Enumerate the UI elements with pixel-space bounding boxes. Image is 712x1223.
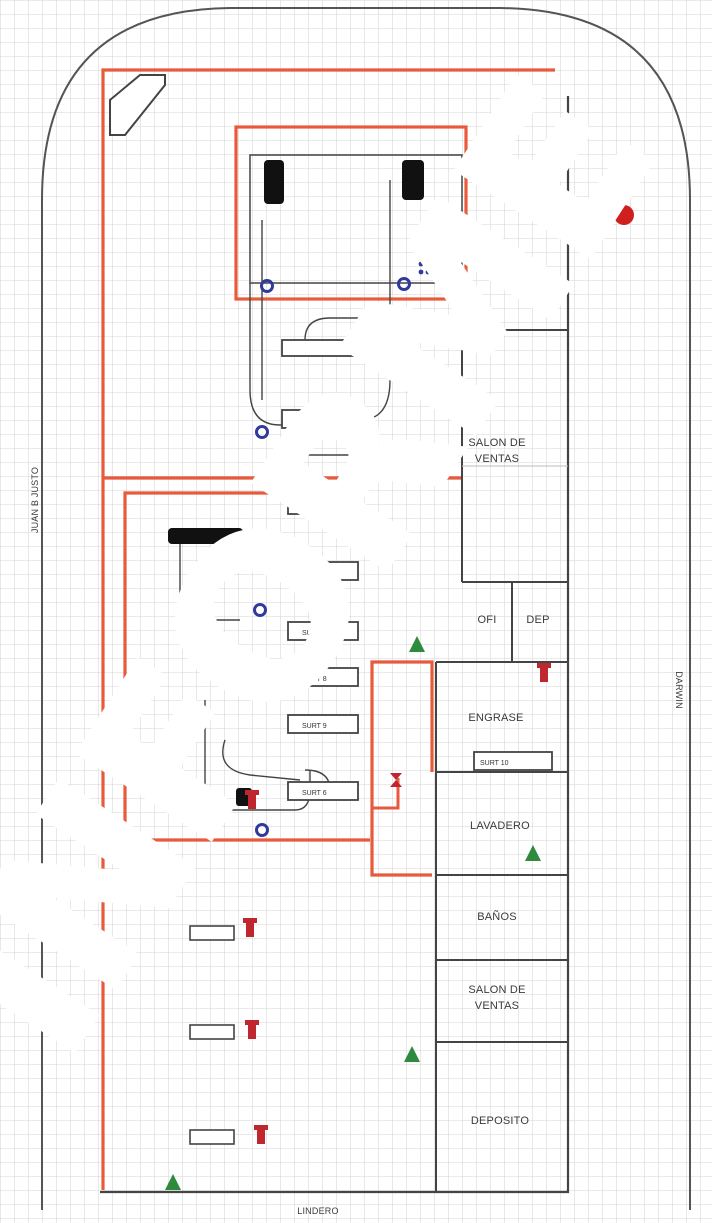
room-salon-bottom-line1: SALON DE <box>468 984 525 996</box>
room-engrase: ENGRASE <box>468 712 523 724</box>
svg-text:SURT 7: SURT 7 <box>302 630 327 637</box>
lower-pump-zone <box>123 491 280 840</box>
green-triangle-markers <box>165 636 541 1190</box>
svg-text:SURT 4: SURT 4 <box>302 504 327 511</box>
compressor-units <box>189 925 235 1145</box>
svg-text:SURT 4: SURT 4 <box>300 418 325 425</box>
upper-pump-zone <box>234 125 468 301</box>
street-right-label: DARWIN <box>674 671 684 709</box>
street-bottom-label: LINDERO <box>297 1206 338 1216</box>
fuel-dispensers <box>281 339 553 801</box>
room-lavadero: LAVADERO <box>470 820 530 832</box>
room-banos: BAÑOS <box>477 910 517 923</box>
blue-dot-grid <box>418 245 438 275</box>
building-outline <box>100 96 570 1194</box>
blue-ring-markers <box>253 277 411 837</box>
red-dot-marker <box>614 205 634 225</box>
room-dep: DEP <box>526 614 549 626</box>
room-salon-top-line2: VENTAS <box>475 453 519 465</box>
corner-island <box>109 74 166 136</box>
street-left-label: JUAN B JUSTO <box>30 467 40 533</box>
room-ofi: OFI <box>478 614 497 626</box>
svg-text:SURT 9: SURT 9 <box>302 723 327 730</box>
room-deposito: DEPOSITO <box>471 1115 529 1127</box>
room-salon-top-line1: SALON DE <box>468 437 525 449</box>
room-partitions <box>435 329 568 1192</box>
red-perimeter <box>101 68 455 1190</box>
tank-clusters <box>168 160 424 806</box>
svg-text:SURT 8: SURT 8 <box>302 676 327 683</box>
valve-symbols <box>390 242 500 787</box>
upper-inner-box <box>249 154 463 284</box>
red-pipe-connector <box>372 778 400 810</box>
svg-text:SURT 6: SURT 6 <box>302 790 327 797</box>
room-salon-bottom-line2: VENTAS <box>475 1000 519 1012</box>
extinguisher-markers <box>243 663 551 1144</box>
red-pipe-loop <box>370 660 434 877</box>
property-outer-boundary <box>41 7 691 1210</box>
dispenser-labels: SURT 4 SURT 4 SURT 7 SURT 8 SURT 9 SURT … <box>300 418 509 797</box>
svg-text:SURT 10: SURT 10 <box>480 760 509 767</box>
